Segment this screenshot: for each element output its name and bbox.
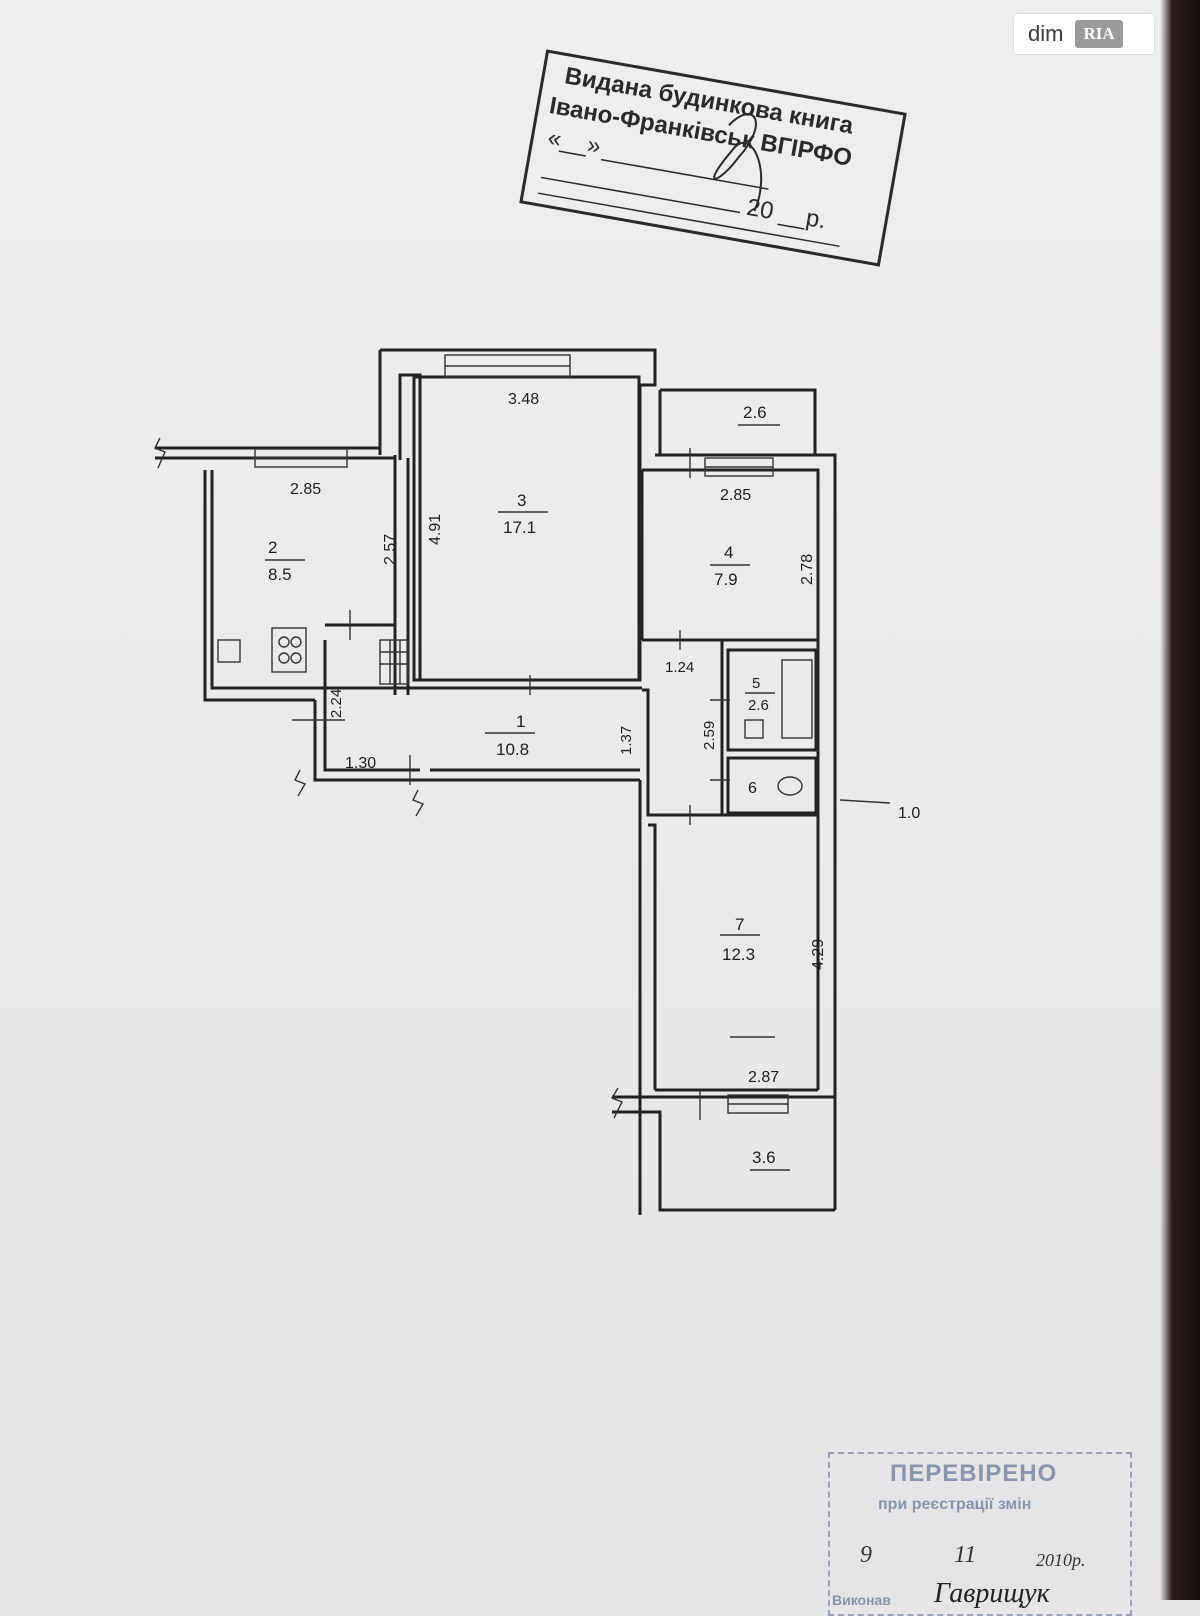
dim-corridor-c: 1.37: [618, 726, 635, 755]
dim-room4-width: 2.85: [720, 487, 751, 504]
stamp-underlines: [538, 113, 840, 248]
walls: [155, 348, 837, 1215]
window-marks: [154, 354, 891, 1171]
dim-room3-width: 3.48: [508, 391, 539, 408]
verified-title: ПЕРЕВІРЕНО: [890, 1460, 1058, 1487]
dim-bath-width: 1.24: [665, 659, 694, 676]
verified-year: 2010р.: [1036, 1550, 1086, 1570]
dim-room2-height: 2.57: [382, 534, 399, 565]
background-edge: [1160, 0, 1200, 1600]
room-3-area: 17.1: [503, 518, 536, 537]
vent-grid-icon: [379, 639, 409, 685]
dim-room7-width: 2.87: [748, 1069, 779, 1086]
dim-room4-height: 2.78: [799, 554, 816, 585]
dim-room7-height: 4.29: [810, 939, 827, 970]
room-6-number: 6: [748, 780, 757, 797]
washbasin-icon: [744, 719, 764, 739]
room-1-number: 1: [516, 712, 525, 731]
bathtub-icon: [781, 659, 813, 739]
verified-month: 11: [954, 1542, 977, 1568]
verified-day: 9: [860, 1542, 872, 1568]
housebook-stamp: Видана будинкова книга Івано-Франківськ …: [519, 49, 907, 267]
room-4-number: 4: [724, 543, 733, 562]
toilet-icon: [777, 776, 803, 796]
verified-stamp: ПЕРЕВІРЕНО при реєстрації змін 9 11 2010…: [828, 1452, 1132, 1616]
dim-ria-watermark[interactable]: dim RIA: [1014, 14, 1154, 54]
room-7-area: 12.3: [722, 945, 755, 964]
executor-label: Виконав: [832, 1592, 891, 1608]
room-5-area: 2.6: [748, 697, 769, 714]
dim-corridor-a: 2.24: [328, 689, 345, 718]
dim-corridor-b: 1.30: [345, 755, 376, 772]
executor-signature: Гаврищук: [934, 1578, 1050, 1609]
balcony-bottom-area: 3.6: [752, 1148, 776, 1167]
stove-icon: [271, 627, 307, 673]
room-2-area: 8.5: [268, 565, 292, 584]
room-2-number: 2: [268, 538, 277, 557]
balcony-top-area: 2.6: [743, 403, 767, 422]
dim-room2-width: 2.85: [290, 481, 321, 498]
verified-subtitle: при реєстрації змін: [878, 1496, 1032, 1513]
watermark-dim-text: dim: [1028, 21, 1064, 46]
sink-icon: [217, 639, 241, 663]
room-4-area: 7.9: [714, 570, 738, 589]
room-5-number: 5: [752, 675, 760, 692]
room-3-number: 3: [517, 491, 526, 510]
room-1-area: 10.8: [496, 740, 529, 759]
dimension-labels: 3.48 2.85 2.85 1.24 1.30 2.87 1.0 4.91 2…: [290, 391, 920, 1086]
dim-corridor-d: 2.59: [701, 721, 718, 750]
watermark-ria-logo: RIA: [1075, 20, 1123, 48]
dim-room3-height: 4.91: [427, 514, 444, 545]
room-labels: 2 8.5 3 17.1 4 7.9 1 10.8 5 2.6 6 7 12.3…: [268, 403, 776, 1167]
room-7-number: 7: [735, 915, 744, 934]
signature-scribble-icon: [713, 113, 763, 212]
dim-outer-wall: 1.0: [898, 805, 920, 822]
